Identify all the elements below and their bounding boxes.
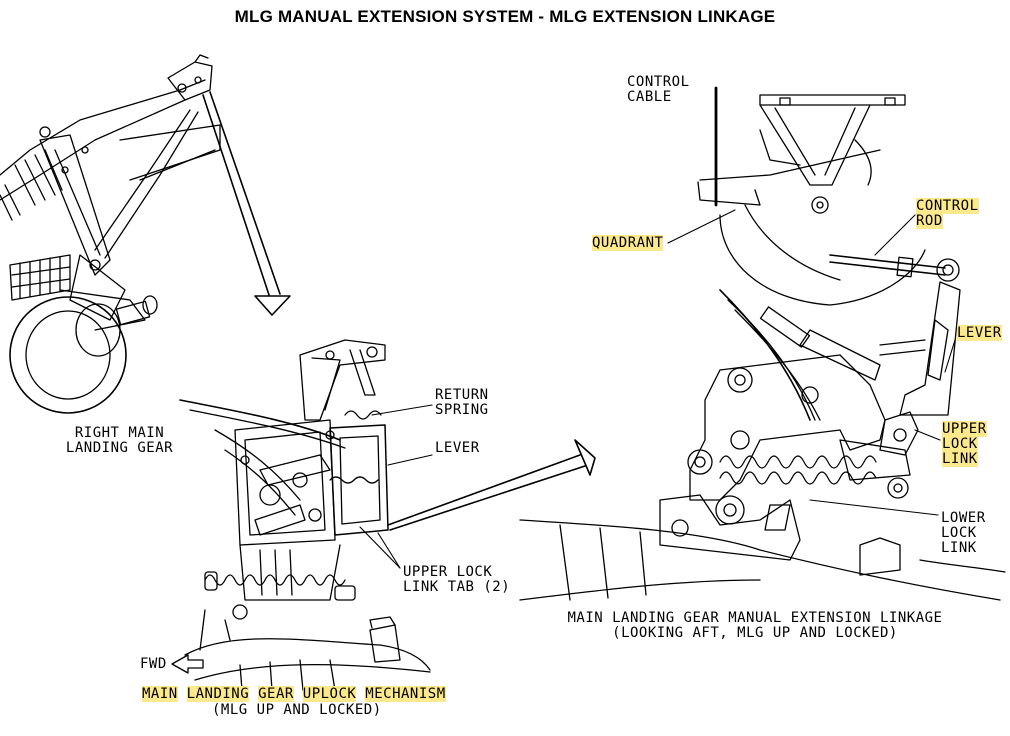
caption-word-mechanism: MECHANISM bbox=[365, 686, 446, 702]
control-rod-line-1: CONTROL bbox=[916, 198, 979, 214]
lever-right-text: LEVER bbox=[957, 325, 1002, 341]
linkage-leader-lines bbox=[667, 209, 956, 516]
control-cable-line-1: CONTROL bbox=[627, 74, 690, 90]
upper-lock-tab-line-2: LINK TAB (2) bbox=[403, 579, 511, 595]
fwd-arrow-icon bbox=[171, 654, 204, 674]
control-rod-line-2: ROD bbox=[916, 213, 943, 229]
lever-label-right: LEVER bbox=[957, 325, 1002, 341]
page-title: MLG MANUAL EXTENSION SYSTEM - MLG EXTENS… bbox=[234, 7, 776, 26]
lower-lock-link-line-1: LOWER bbox=[941, 510, 986, 526]
caption-word-landing: LANDING bbox=[186, 686, 250, 702]
uplock-leader-lines bbox=[359, 404, 433, 569]
upper-lock-link-line-1: UPPER bbox=[942, 421, 987, 437]
lower-lock-link-line-2: LOCK bbox=[941, 525, 977, 541]
callout-arrow-to-linkage bbox=[387, 439, 596, 531]
return-spring-line-1: RETURN bbox=[435, 387, 489, 403]
upper-lock-link-line-3: LINK bbox=[942, 451, 978, 467]
right-main-gear-line-1: RIGHT MAIN bbox=[74, 425, 165, 441]
linkage-caption-line-2: (LOOKING AFT, MLG UP AND LOCKED) bbox=[612, 625, 898, 641]
lower-lock-link-line-3: LINK bbox=[941, 540, 977, 556]
uplock-mechanism-drawing bbox=[179, 339, 431, 691]
caption-word-uplock: UPLOCK bbox=[302, 686, 357, 702]
return-spring-line-2: SPRING bbox=[435, 402, 489, 418]
extension-linkage-drawing bbox=[519, 86, 1006, 601]
caption-word-gear: GEAR bbox=[258, 686, 294, 702]
uplock-mechanism-caption: MAIN LANDING GEAR UPLOCK MECHANISM bbox=[142, 686, 446, 702]
upper-lock-tab-line-1: UPPER LOCK bbox=[403, 564, 493, 580]
lever-label-left: LEVER bbox=[435, 440, 480, 456]
quadrant-label: QUADRANT bbox=[592, 235, 664, 251]
uplock-mechanism-subcaption: (MLG UP AND LOCKED) bbox=[212, 702, 382, 718]
right-main-gear-line-2: LANDING GEAR bbox=[65, 440, 174, 456]
control-cable-line-2: CABLE bbox=[627, 89, 672, 105]
linkage-caption-line-1: MAIN LANDING GEAR MANUAL EXTENSION LINKA… bbox=[567, 610, 943, 626]
quadrant-text: QUADRANT bbox=[592, 235, 664, 251]
caption-word-main: MAIN bbox=[142, 686, 178, 702]
callout-arrow-to-uplock bbox=[202, 91, 291, 316]
upper-lock-link-line-2: LOCK bbox=[942, 436, 978, 452]
linkage-caption: MAIN LANDING GEAR MANUAL EXTENSION LINKA… bbox=[530, 611, 980, 641]
fwd-label: FWD bbox=[140, 656, 167, 672]
right-main-landing-gear-drawing bbox=[0, 54, 221, 414]
